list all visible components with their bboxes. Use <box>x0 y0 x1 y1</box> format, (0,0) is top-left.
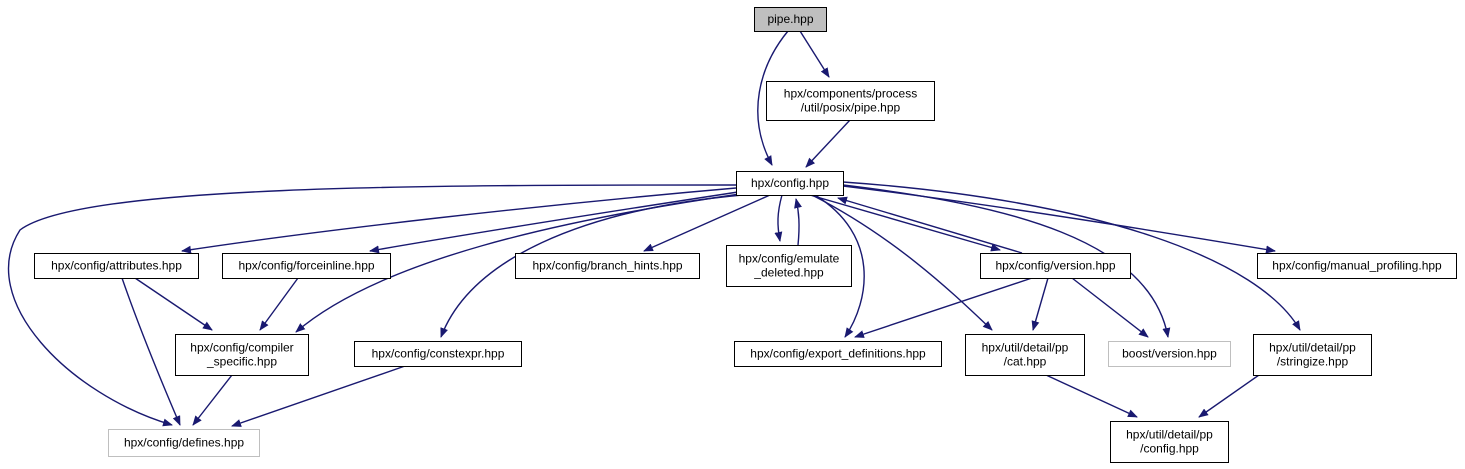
node-compiler-specific[interactable]: hpx/config/compiler_specific.hpp <box>175 334 309 376</box>
node-label: hpx/config/forceinline.hpp <box>238 259 374 273</box>
node-box <box>1110 421 1229 463</box>
node-constexpr[interactable]: hpx/config/constexpr.hpp <box>354 341 522 367</box>
edge-config-to-pp_cat <box>811 194 993 331</box>
edge-emulate_deleted-to-config <box>794 198 802 246</box>
node-label: hpx/config/manual_profiling.hpp <box>1272 259 1442 273</box>
edge-forceinline-to-compiler_specific <box>259 277 299 331</box>
node-label: hpx/util/detail/pp <box>1269 341 1356 355</box>
node-box <box>734 341 942 367</box>
edge-version-to-config <box>837 196 1023 254</box>
node-box <box>175 334 309 376</box>
edge-config-to-constexpr <box>440 194 743 338</box>
node-label: /config.hpp <box>1140 442 1199 456</box>
node-label: _specific.hpp <box>206 355 277 369</box>
node-label: hpx/config/attributes.hpp <box>51 259 182 273</box>
node-box <box>1257 253 1457 279</box>
edge-config-to-manual_profiling <box>842 185 1276 254</box>
edge-version-to-export_definitions <box>854 277 1033 338</box>
node-pp-stringize[interactable]: hpx/util/detail/pp/stringize.hpp <box>1253 334 1372 376</box>
edge-attributes-to-defines <box>121 277 181 426</box>
node-emulate-deleted[interactable]: hpx/config/emulate_deleted.hpp <box>726 245 852 287</box>
node-label: hpx/config.hpp <box>751 176 829 190</box>
node-config[interactable]: hpx/config.hpp <box>736 171 844 196</box>
edge-config-to-branch_hints <box>643 194 771 252</box>
node-label: boost/version.hpp <box>1122 347 1217 361</box>
node-box <box>354 341 522 367</box>
edge-config-to-defines <box>7 184 737 427</box>
node-attributes[interactable]: hpx/config/attributes.hpp <box>34 253 199 279</box>
node-box <box>108 429 260 457</box>
node-export-definitions[interactable]: hpx/config/export_definitions.hpp <box>734 341 942 367</box>
node-box <box>34 253 199 279</box>
edge-pp_cat-to-pp_config <box>1045 374 1138 418</box>
edge-compiler_specific-to-defines <box>192 374 233 426</box>
node-label: hpx/components/process <box>784 87 917 101</box>
nodes-layer: pipe.hpp hpx/components/process/util/posi… <box>34 7 1457 463</box>
edge-config-to-attributes <box>181 187 737 254</box>
node-label: hpx/config/constexpr.hpp <box>372 347 505 361</box>
node-boost-version: boost/version.hpp <box>1108 341 1231 367</box>
node-label: /cat.hpp <box>1004 355 1047 369</box>
edge-version-to-pp_cat <box>1031 277 1049 331</box>
edge-config-to-pp_stringize <box>842 181 1301 331</box>
edge-posix_pipe-to-config <box>805 119 851 168</box>
node-box <box>1253 334 1372 376</box>
node-label: hpx/config/compiler <box>190 341 293 355</box>
node-label: hpx/util/detail/pp <box>1126 428 1213 442</box>
node-label: /stringize.hpp <box>1277 355 1349 369</box>
node-pp-cat[interactable]: hpx/util/detail/pp/cat.hpp <box>965 334 1085 376</box>
node-box <box>736 171 844 196</box>
node-box <box>515 253 700 279</box>
node-box <box>222 253 391 279</box>
node-box <box>965 334 1085 376</box>
node-label: hpx/config/version.hpp <box>995 259 1115 273</box>
node-pipe: pipe.hpp <box>754 7 827 32</box>
node-label: hpx/config/branch_hints.hpp <box>532 259 682 273</box>
node-branch-hints[interactable]: hpx/config/branch_hints.hpp <box>515 253 700 279</box>
node-label: hpx/config/defines.hpp <box>124 436 244 450</box>
edge-version-to-boost_version <box>1071 277 1149 338</box>
node-defines: hpx/config/defines.hpp <box>108 429 260 457</box>
node-label: hpx/config/export_definitions.hpp <box>750 347 926 361</box>
node-box <box>766 81 935 121</box>
node-box <box>726 245 852 287</box>
node-version[interactable]: hpx/config/version.hpp <box>980 253 1131 279</box>
node-label: hpx/util/detail/pp <box>982 341 1069 355</box>
edge-pipe-to-posix_pipe <box>799 30 830 78</box>
node-forceinline[interactable]: hpx/config/forceinline.hpp <box>222 253 391 279</box>
node-label: hpx/config/emulate <box>739 252 840 266</box>
edges-layer <box>7 30 1301 427</box>
edge-attributes-to-compiler_specific <box>134 277 213 331</box>
node-manual-profiling[interactable]: hpx/config/manual_profiling.hpp <box>1257 253 1457 279</box>
edge-constexpr-to-defines <box>231 365 406 427</box>
node-box <box>754 7 827 32</box>
node-box <box>980 253 1131 279</box>
node-posix-pipe[interactable]: hpx/components/process/util/posix/pipe.h… <box>766 81 935 121</box>
edge-config-to-emulate_deleted <box>774 194 783 242</box>
node-label: pipe.hpp <box>767 12 813 26</box>
edge-pp_stringize-to-pp_config <box>1198 374 1260 418</box>
edge-pipe-to-config <box>757 30 789 166</box>
node-pp-config[interactable]: hpx/util/detail/pp/config.hpp <box>1110 421 1229 463</box>
node-label: _deleted.hpp <box>753 266 824 280</box>
node-label: /util/posix/pipe.hpp <box>801 101 901 115</box>
edge-config-to-forceinline <box>369 191 739 254</box>
node-box <box>1108 341 1231 367</box>
edge-config-to-export_definitions <box>814 194 865 338</box>
